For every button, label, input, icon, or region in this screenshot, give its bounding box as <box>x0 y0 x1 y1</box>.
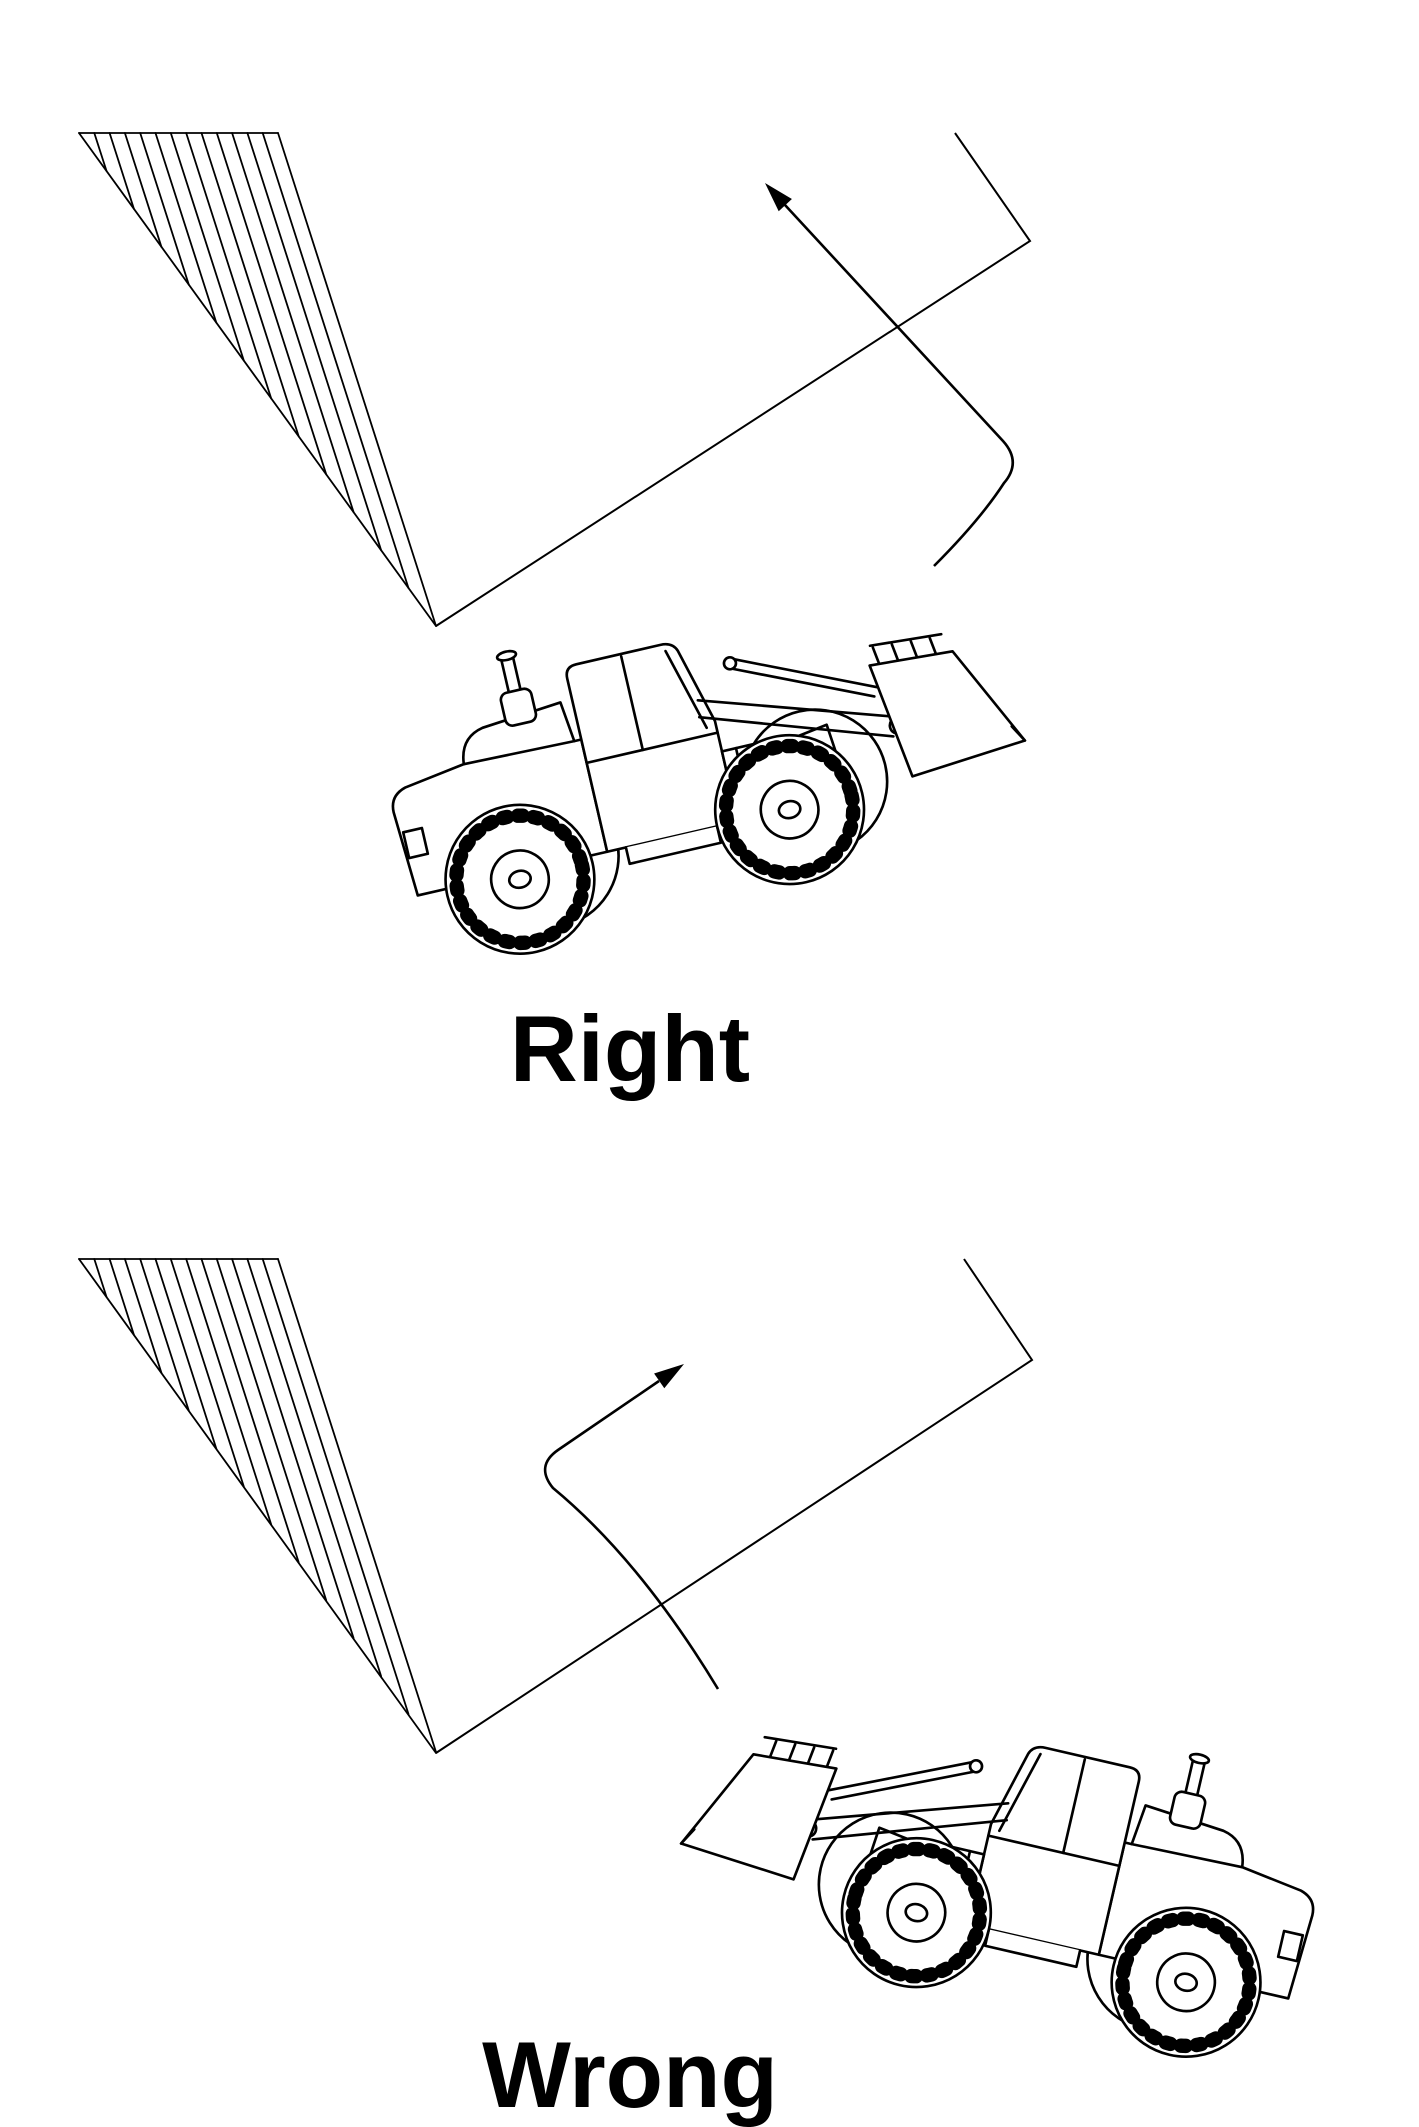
travel-path-line <box>543 1379 720 1690</box>
hatch-line <box>108 1258 135 1336</box>
hatch-line <box>185 132 273 400</box>
caption-wrong: Wrong <box>482 2022 778 2127</box>
travel-path-arrowhead-icon <box>654 1364 684 1389</box>
hatch-line <box>185 1258 273 1526</box>
hatch-line <box>246 132 383 552</box>
hatch-line <box>169 1258 245 1488</box>
hatch-line <box>246 1258 383 1678</box>
caption-right: Right <box>509 996 751 1101</box>
hatch-line <box>154 1258 218 1450</box>
right-diagram <box>78 132 1046 976</box>
travel-path <box>765 183 1015 567</box>
wheel-loader-wrong <box>660 1645 1342 2079</box>
hatch-line <box>124 1258 163 1374</box>
hatch-line <box>231 1258 355 1640</box>
slope-embankment <box>78 132 437 627</box>
slope-embankment <box>78 1258 437 1754</box>
hatch-line <box>277 132 437 627</box>
hatch-line <box>169 132 245 362</box>
hatch-line <box>93 1258 108 1298</box>
slope-hatching <box>93 132 437 627</box>
hatch-line <box>215 1258 328 1602</box>
travel-path-line <box>784 204 1015 567</box>
travel-path-arrowhead-icon <box>765 183 792 212</box>
hatch-line <box>231 132 355 514</box>
hatch-line <box>93 132 108 172</box>
slope-toe-edge <box>78 1258 437 1754</box>
hatch-line <box>200 132 300 438</box>
hatch-line <box>277 1258 437 1753</box>
hatch-line <box>215 132 328 476</box>
hatch-line <box>154 132 218 324</box>
slope-toe-edge <box>78 132 437 627</box>
hatch-line <box>139 132 190 286</box>
hatch-line <box>108 132 135 210</box>
slope-hatching <box>93 1258 437 1753</box>
hatch-line <box>200 1258 300 1564</box>
hatch-line <box>139 1258 190 1412</box>
slope-crest-line <box>435 1258 1034 1754</box>
hatch-line <box>124 132 163 248</box>
hatch-line <box>261 132 410 589</box>
slope-crest-line <box>435 132 1032 627</box>
hatch-line <box>261 1258 410 1715</box>
travel-path <box>543 1364 720 1690</box>
wrong-diagram <box>78 1258 1342 2079</box>
